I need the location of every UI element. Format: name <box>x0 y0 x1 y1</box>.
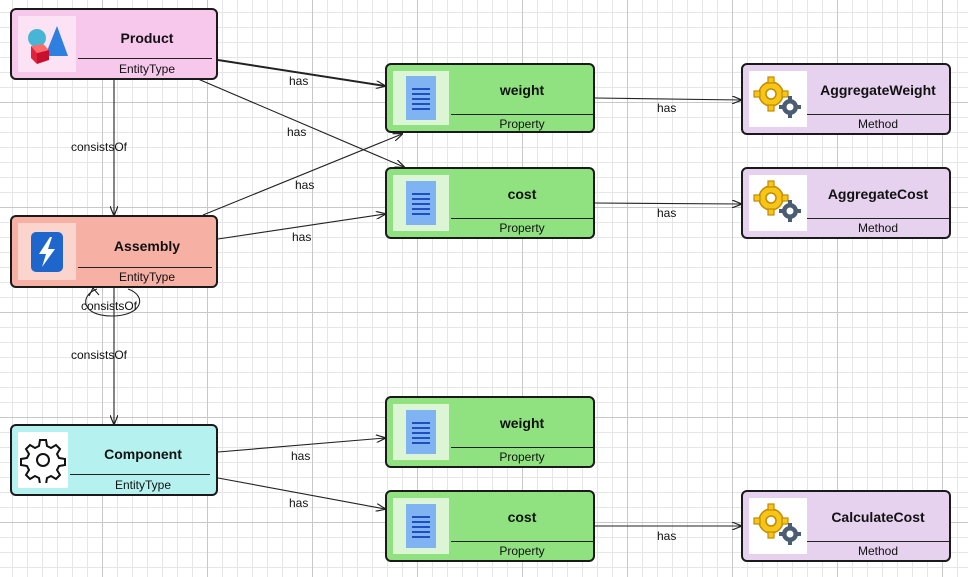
method-calculatecost-divider <box>807 541 949 542</box>
entity-product-type: EntityType <box>118 62 176 76</box>
edge-product-cost <box>197 78 404 167</box>
entity-component-divider <box>70 474 210 475</box>
property-cost-component-type: Property <box>499 544 545 558</box>
lightning-icon <box>18 223 76 280</box>
edge-assembly-cost <box>217 214 385 240</box>
property-weight-component[interactable]: weight Property <box>385 396 595 468</box>
gears-icon <box>749 71 807 127</box>
gear-icon <box>18 432 68 488</box>
label-component-cost: has <box>289 496 308 510</box>
label-product-cost: has <box>287 125 306 139</box>
property-cost-type: Property <box>499 221 545 235</box>
gears-icon <box>749 498 807 554</box>
property-cost-component-divider <box>451 541 593 542</box>
method-aggregateweight[interactable]: AggregateWeight Method <box>741 63 951 135</box>
entity-assembly-type: EntityType <box>118 270 176 284</box>
method-calculatecost[interactable]: CalculateCost Method <box>741 490 951 562</box>
label-assembly-self: consistsOf <box>81 299 138 313</box>
document-icon <box>393 71 449 125</box>
method-aggregatecost[interactable]: AggregateCost Method <box>741 167 951 239</box>
method-aggregateweight-title: AggregateWeight <box>820 82 936 98</box>
entity-component[interactable]: Component EntityType <box>10 424 218 496</box>
edge-assembly-self-arrowhead <box>88 287 100 297</box>
property-weight-component-type: Property <box>499 450 545 464</box>
entity-component-title: Component <box>104 446 182 462</box>
label-assembly-weight: has <box>295 178 314 192</box>
edge-assembly-self <box>85 288 140 317</box>
property-cost-component-title: cost <box>507 509 537 525</box>
entity-product[interactable]: Product EntityType <box>10 8 218 80</box>
edge-component-weight <box>217 438 385 453</box>
edge-weight-aggregateweight <box>594 98 741 100</box>
label-assembly-component: consistsOf <box>71 348 128 362</box>
document-icon <box>393 175 449 231</box>
property-weight-divider <box>451 114 593 115</box>
label-product-assembly: consistsOf <box>71 140 128 154</box>
method-aggregatecost-type: Method <box>857 221 899 235</box>
property-weight[interactable]: weight Property <box>385 63 595 133</box>
edge-product-weight <box>217 59 385 86</box>
property-cost-component[interactable]: cost Property <box>385 490 595 562</box>
document-icon <box>393 498 449 554</box>
shapes-icon <box>18 16 76 72</box>
label-product-weight: has <box>289 74 308 88</box>
entity-component-type: EntityType <box>114 478 172 492</box>
property-cost-title: cost <box>507 186 537 202</box>
entity-product-divider <box>78 58 212 59</box>
property-weight-type: Property <box>499 117 545 131</box>
property-cost[interactable]: cost Property <box>385 167 595 239</box>
entity-assembly-title: Assembly <box>113 238 181 254</box>
label-cost-method: has <box>657 206 676 220</box>
property-weight-component-divider <box>451 447 593 448</box>
property-cost-divider <box>451 218 593 219</box>
edge-component-cost <box>217 477 385 509</box>
method-aggregateweight-type: Method <box>857 117 899 131</box>
method-calculatecost-type: Method <box>857 544 899 558</box>
label-assembly-cost: has <box>292 230 311 244</box>
property-weight-title: weight <box>499 82 545 98</box>
label-cost2-method: has <box>657 529 676 543</box>
label-component-weight: has <box>291 449 310 463</box>
property-weight-component-title: weight <box>499 415 545 431</box>
edge-assembly-weight <box>202 134 402 216</box>
entity-assembly[interactable]: Assembly EntityType <box>10 215 218 288</box>
method-aggregatecost-title: AggregateCost <box>827 186 929 202</box>
method-calculatecost-title: CalculateCost <box>831 509 925 525</box>
gears-icon <box>749 175 807 231</box>
entity-product-title: Product <box>120 30 174 46</box>
document-icon <box>393 404 449 460</box>
entity-assembly-divider <box>78 267 212 268</box>
label-weight-method: has <box>657 101 676 115</box>
edge-cost-aggregatecost <box>594 203 741 204</box>
method-aggregateweight-divider <box>807 114 949 115</box>
method-aggregatecost-divider <box>807 218 949 219</box>
